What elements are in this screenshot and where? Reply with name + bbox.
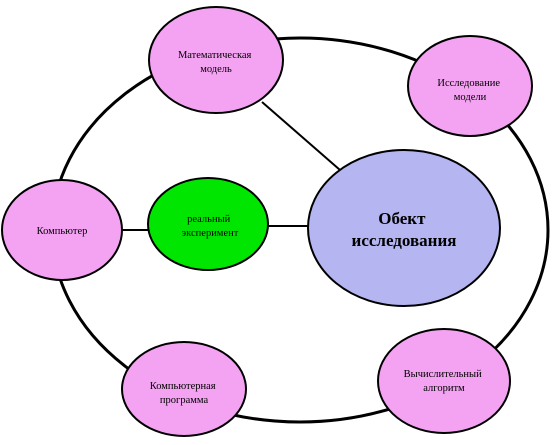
svg-text:реальный эксперимент: реальный эксперимент [182,214,239,239]
node-math-model-line-1: Математическая [178,50,252,61]
svg-text:Обект исследования: Обект исследования [352,209,457,250]
node-algorithm-line-1: Вычислительный [404,369,482,380]
svg-text:Математическая модель: Математическая модель [178,50,254,75]
node-math-model-line-2: модель [200,64,232,75]
node-object-line-1: Обект [378,209,426,228]
svg-text:Компьютер: Компьютер [37,226,88,237]
svg-text:Компьютерная программа: Компьютерная программа [150,381,219,406]
node-experiment-line-1: реальный [187,214,230,225]
node-experiment-shape [147,177,269,271]
node-math-model-shape [148,6,284,114]
node-program-shape [121,341,247,437]
node-algorithm: Вычислительный алгоритм [377,328,511,434]
node-object-line-2: исследования [352,231,457,250]
node-object: Обект исследования [307,149,501,307]
node-model-research-line-2: модели [454,92,487,103]
node-object-shape [307,149,501,307]
node-algorithm-line-2: алгоритм [423,383,465,394]
node-model-research: Исследование модели [407,35,533,137]
connector-math-model-to-object [261,101,341,171]
svg-text:Исследование модели: Исследование модели [437,78,502,103]
node-program-line-1: Компьютерная [150,381,216,392]
node-computer-line-1: Компьютер [37,226,88,237]
node-program: Компьютерная программа [121,341,247,437]
node-experiment-line-2: эксперимент [182,228,239,239]
node-model-research-shape [407,35,533,137]
svg-text:Вычислительный алгоритм: Вычислительный алгоритм [404,369,485,394]
node-computer: Компьютер [1,179,123,281]
node-math-model: Математическая модель [148,6,284,114]
node-computer-shape [1,179,123,281]
node-algorithm-shape [377,328,511,434]
node-experiment: реальный эксперимент [147,177,269,271]
node-model-research-line-1: Исследование [437,78,500,89]
node-program-line-2: программа [160,395,209,406]
